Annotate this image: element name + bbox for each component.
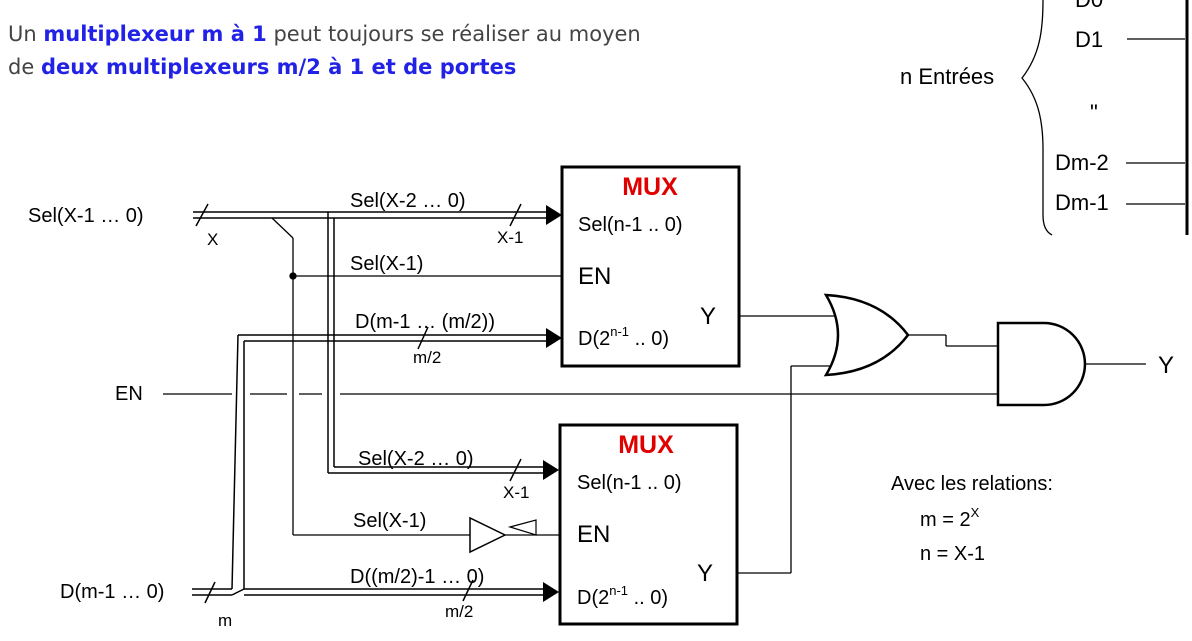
output-logic: Y: [737, 293, 1174, 574]
mux-bottom: MUX Sel(n-1 .. 0) EN D(2n-1 .. 0) Y: [558, 423, 739, 626]
sel-bus: Sel(X-1 … 0) X Sel(X-2 … 0) X-1 Sel(X-2 …: [28, 190, 562, 502]
mux-bottom-box: [558, 423, 739, 626]
and-gate: [996, 321, 1087, 407]
mux-top-y-port: Y: [700, 303, 716, 330]
input-d0-label: D0: [1075, 0, 1103, 12]
output-y-label: Y: [1158, 352, 1174, 379]
relations-title: Avec les relations:: [891, 473, 1053, 495]
or-gate: [823, 293, 910, 377]
mux-bottom-sel-width: X-1: [503, 483, 529, 502]
data-input-label: D(m-1 … 0): [60, 581, 164, 603]
inputs-count-label: n Entrées: [900, 64, 994, 89]
mux-bottom-sel-label: Sel(X-2 … 0): [358, 448, 474, 470]
mux-bottom-d-width: m/2: [445, 602, 473, 621]
sel-bus-width: X: [207, 230, 218, 249]
mux-top-d-width: m/2: [413, 348, 441, 367]
inverter-gate: [469, 516, 507, 554]
relation-n: n = X-1: [920, 543, 985, 565]
data-bus: D(m-1 … 0) m D(m-1 … (m/2)) m/2 D((m/2)-…: [60, 311, 562, 630]
inputs-brace: [1021, 0, 1053, 236]
mux-top-en-port: EN: [578, 263, 611, 290]
mux-bottom-y-port: Y: [697, 560, 713, 587]
mux-bottom-d-port: D(2n-1 .. 0): [577, 583, 668, 609]
mux-top-sel-port: Sel(n-1 .. 0): [578, 214, 682, 236]
intro-text-2: peut toujours se réaliser au moyen de: [8, 22, 641, 79]
relation-m: m = 2X: [920, 505, 980, 531]
input-dm1-label: Dm-1: [1055, 190, 1109, 215]
mux-bottom-title: MUX: [618, 431, 674, 459]
mux-top-d-label: D(m-1 … (m/2)): [355, 311, 495, 333]
mux-top-en-label: Sel(X-1): [350, 253, 423, 275]
inverter-bubble: [507, 519, 537, 536]
sel-msb-wiring: Sel(X-1) Sel(X-1): [271, 217, 562, 554]
mux-top: MUX Sel(n-1 .. 0) EN D(2n-1 .. 0) Y: [560, 165, 741, 368]
inputs-ellipsis: ": [1090, 100, 1098, 125]
data-bus-width: m: [218, 611, 232, 630]
mux-top-sel-label: Sel(X-2 … 0): [350, 190, 466, 212]
mux-bottom-d-label: D((m/2)-1 … 0): [350, 566, 484, 588]
inputs-block: D0 D1 n Entrées " Dm-2 Dm-1: [900, 0, 1189, 236]
sel-bus-slash: [195, 203, 209, 227]
mux-bottom-en-label: Sel(X-1): [353, 510, 426, 532]
mux-top-box: [560, 165, 741, 368]
sel-input-label: Sel(X-1 … 0): [28, 205, 144, 227]
intro-highlight-2: deux multiplexeurs m/2 à 1 et de portes: [40, 55, 517, 79]
relations: Avec les relations: m = 2X n = X-1: [891, 473, 1053, 565]
mux-bottom-en-port: EN: [577, 521, 610, 548]
mux-top-sel-width: X-1: [497, 228, 523, 247]
enable-line: EN: [115, 383, 998, 405]
mux-top-title: MUX: [622, 173, 678, 201]
intro-text: Un multiplexeur m à 1 peut toujours se r…: [8, 18, 648, 84]
mux-bottom-sel-port: Sel(n-1 .. 0): [577, 472, 681, 494]
enable-input-label: EN: [115, 383, 143, 405]
input-d1-label: D1: [1075, 27, 1103, 52]
intro-text-1: Un: [8, 22, 44, 46]
mux-top-d-port: D(2n-1 .. 0): [578, 324, 669, 350]
intro-highlight-1: multiplexeur m à 1: [43, 22, 267, 46]
input-dm2-label: Dm-2: [1055, 150, 1109, 175]
